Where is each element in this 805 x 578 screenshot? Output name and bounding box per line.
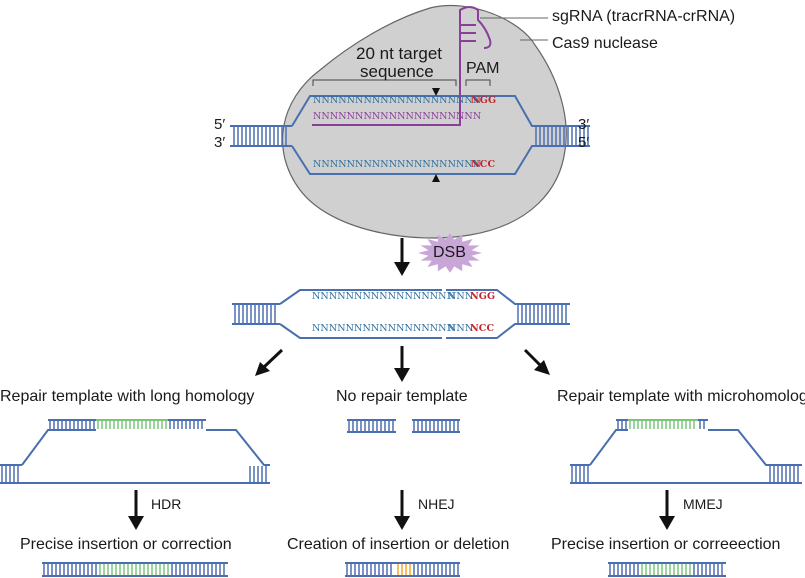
nhej-rungs (348, 421, 459, 431)
hdr-template-label: Repair template with long homology (0, 388, 255, 405)
target-label-line2: sequence (360, 62, 434, 81)
cut-top-left-sequence: NNNNNNNNNNNNNNNNN (312, 291, 456, 302)
outcome-rungs (43, 564, 723, 575)
dna-rungs-right (535, 127, 589, 145)
five-prime-left: 5′ (214, 116, 226, 133)
target-bracket (312, 79, 491, 86)
repair-arrows (128, 490, 675, 530)
target-label: 20 nt target (356, 44, 443, 63)
pam-bottom-sequence: NCC (471, 159, 496, 170)
dsb-burst (418, 233, 482, 273)
hdr-label: HDR (151, 496, 182, 512)
cas9-label: Cas9 nuclease (552, 35, 658, 52)
dna-rungs-cut-right (517, 305, 567, 323)
dna-rungs-cut-left (234, 305, 276, 323)
mmej-outcome-label: Precise insertion or correeection (551, 536, 781, 553)
cut-bottom-right-sequence: NNN (448, 323, 474, 334)
three-prime-left: 3′ (214, 134, 226, 151)
top-target-sequence: NNNNNNNNNNNNNNNNNNNN (313, 95, 482, 106)
nhej-broken-ends (347, 419, 460, 433)
no-template-label: No repair template (336, 388, 468, 405)
nhej-outcome-label: Creation of insertion or deletion (287, 536, 510, 553)
dna-top-duplex (230, 95, 590, 175)
guide-sequence: NNNNNNNNNNNNNNNNNNNN (313, 111, 482, 122)
pam-label: PAM (466, 60, 500, 77)
three-prime-right: 3′ (578, 116, 590, 133)
dsb-label: DSB (433, 244, 466, 261)
five-prime-right: 5′ (578, 134, 590, 151)
cas9-protein (281, 4, 567, 239)
dsb-arrow (394, 238, 410, 276)
cut-pam-top-sequence: NGG (470, 291, 496, 302)
mmej-label: MMEJ (683, 496, 723, 512)
cut-arrow-bottom (432, 174, 440, 182)
outcome-duplexes (42, 562, 726, 577)
cut-pam-bottom-sequence: NCC (470, 323, 495, 334)
cut-arrow-top (432, 88, 440, 96)
sgrna (312, 6, 492, 126)
hdr-outcome-label: Precise insertion or correction (20, 536, 232, 553)
nhej-label: NHEJ (418, 496, 455, 512)
mmej-template-label: Repair template with microhomology (557, 388, 805, 405)
sgrna-label: sgRNA (tracrRNA-crRNA) (552, 8, 736, 25)
pam-top-sequence: NGG (471, 95, 497, 106)
cut-top-right-sequence: NNN (448, 291, 474, 302)
branch-arrows (255, 346, 550, 382)
hdr-template (0, 419, 270, 484)
bottom-target-sequence: NNNNNNNNNNNNNNNNNNNN (313, 159, 482, 170)
cut-bottom-left-sequence: NNNNNNNNNNNNNNNNN (312, 323, 456, 334)
mmej-template-rungs (571, 421, 799, 482)
dna-cut (232, 289, 570, 339)
hdr-template-rungs (1, 421, 267, 482)
mmej-template (570, 419, 802, 484)
dna-rungs-left (233, 127, 287, 145)
